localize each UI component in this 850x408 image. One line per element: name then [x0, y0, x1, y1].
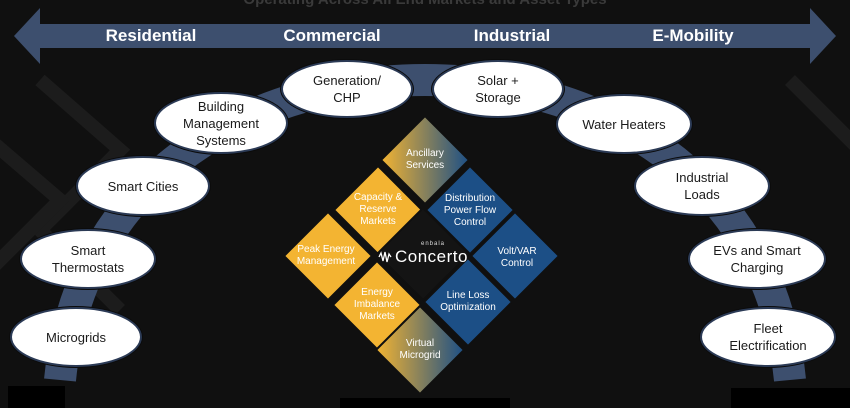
service-line-loss-optimization: Line Loss Optimization	[440, 290, 496, 313]
tile-volt-var-control	[470, 211, 560, 301]
logo-product: Concerto	[395, 247, 468, 266]
tile-ancillary-services	[380, 115, 470, 205]
asset-evs-smart-charging: EVs and Smart Charging	[688, 229, 826, 289]
market-commercial: Commercial	[283, 26, 381, 45]
market-industrial: Industrial	[473, 26, 551, 45]
service-peak-energy-management: Peak Energy Management	[296, 244, 356, 267]
asset-smart-thermostats: Smart Thermostats	[20, 229, 156, 289]
tile-center-hub	[375, 206, 471, 302]
header-title: Operating Across All End Markets and Ass…	[0, 0, 850, 8]
service-volt-var-control: Volt/VAR Control	[497, 246, 537, 269]
tile-virtual-microgrid	[375, 305, 465, 395]
market-e-mobility: E-Mobility	[652, 26, 734, 45]
asset-microgrids: Microgrids	[10, 307, 142, 367]
services-diamond	[283, 115, 560, 395]
market-residential: Residential	[105, 26, 197, 45]
corner-block-right	[731, 388, 850, 408]
asset-building-management-systems: Building Management Systems	[154, 92, 288, 154]
tile-line-loss-optimization	[423, 257, 513, 347]
concerto-logo: enbala Concerto	[378, 241, 468, 267]
signal-wave-icon	[378, 251, 392, 263]
asset-industrial-loads: Industrial Loads	[634, 156, 770, 216]
service-ancillary-services: Ancillary Services	[405, 148, 445, 171]
tile-peak-energy-management	[283, 211, 373, 301]
asset-fleet-electrification: Fleet Electrification	[700, 307, 836, 367]
asset-solar-storage: Solar + Storage	[432, 60, 564, 118]
logo-company: enbala	[420, 241, 446, 247]
service-capacity-reserve-markets: Capacity & Reserve Markets	[353, 192, 403, 227]
service-virtual-microgrid: Virtual Microgrid	[399, 338, 441, 361]
asset-smart-cities: Smart Cities	[76, 156, 210, 216]
service-energy-imbalance-markets: Energy Imbalance Markets	[353, 287, 401, 322]
corner-block-left	[8, 386, 65, 408]
corner-block-center	[340, 398, 510, 408]
service-distribution-power-flow-control: Distribution Power Flow Control	[443, 193, 497, 228]
asset-generation-chp: Generation/ CHP	[281, 60, 413, 118]
asset-water-heaters: Water Heaters	[556, 94, 692, 154]
markets-arrow	[14, 8, 836, 64]
